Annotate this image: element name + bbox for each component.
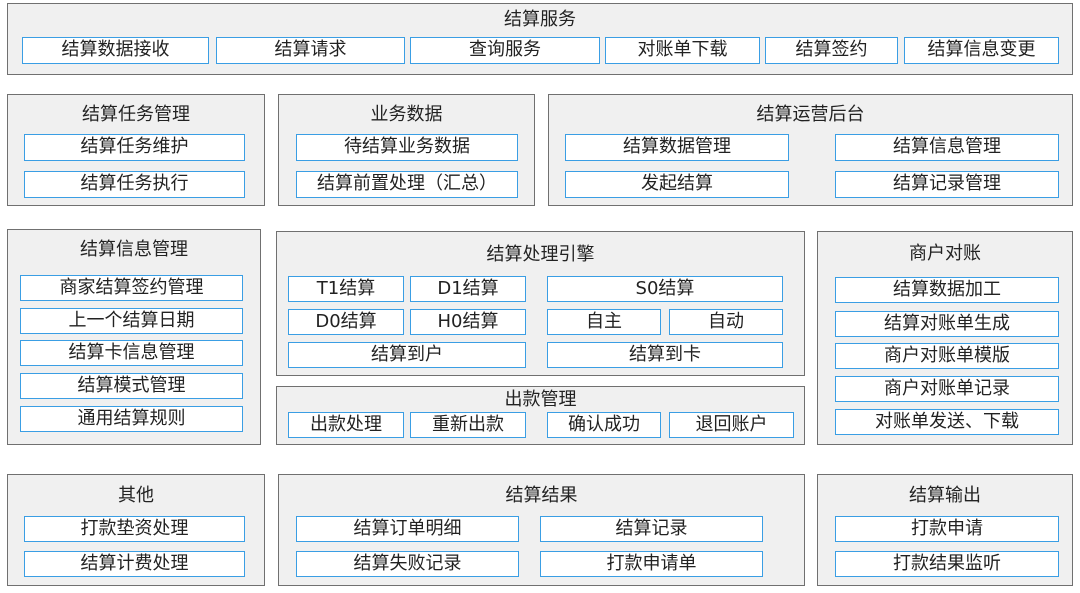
panel-title: 结算服务 bbox=[504, 9, 576, 30]
box-settlement-record-management: 结算记录管理 bbox=[835, 171, 1059, 198]
box-confirm-success: 确认成功 bbox=[547, 412, 661, 438]
box-general-settlement-rules: 通用结算规则 bbox=[20, 406, 243, 432]
box-pre-settlement-processing: 结算前置处理（汇总） bbox=[296, 171, 518, 198]
box-settlement-signing: 结算签约 bbox=[765, 37, 898, 64]
panel-settlement-service: 结算服务 结算数据接收 结算请求 查询服务 对账单下载 结算签约 结算信息变更 bbox=[7, 3, 1073, 75]
box-settle-to-card: 结算到卡 bbox=[547, 342, 783, 368]
box-re-payout: 重新出款 bbox=[410, 412, 526, 438]
box-settlement-data-receive: 结算数据接收 bbox=[22, 37, 209, 64]
box-settlement-order-details: 结算订单明细 bbox=[296, 516, 519, 542]
box-statement-generation: 结算对账单生成 bbox=[835, 311, 1059, 337]
box-settlement-card-info-management: 结算卡信息管理 bbox=[20, 340, 243, 366]
box-settlement-fee-processing: 结算计费处理 bbox=[24, 551, 245, 577]
panel-title: 业务数据 bbox=[370, 104, 443, 125]
panel-title: 结算运营后台 bbox=[756, 104, 865, 125]
box-h0-settlement: H0结算 bbox=[410, 309, 526, 335]
panel-merchant-reconciliation: 商户对账 结算数据加工 结算对账单生成 商户对账单模版 商户对账单记录 对账单发… bbox=[817, 231, 1073, 445]
box-settlement-info-change: 结算信息变更 bbox=[904, 37, 1059, 64]
box-task-execution: 结算任务执行 bbox=[24, 171, 245, 198]
box-payment-request: 打款申请 bbox=[835, 516, 1059, 542]
panel-task-management: 结算任务管理 结算任务维护 结算任务执行 bbox=[7, 94, 265, 206]
box-settle-to-account: 结算到户 bbox=[288, 342, 526, 368]
box-d1-settlement: D1结算 bbox=[410, 276, 526, 302]
box-self-service: 自主 bbox=[547, 309, 661, 335]
panel-title: 结算输出 bbox=[909, 485, 981, 506]
box-statement-download: 对账单下载 bbox=[605, 37, 760, 64]
box-merchant-signing-management: 商家结算签约管理 bbox=[20, 275, 243, 301]
box-settlement-data-management: 结算数据管理 bbox=[565, 134, 789, 161]
panel-title: 其他 bbox=[118, 485, 154, 506]
box-settlement-record: 结算记录 bbox=[540, 516, 763, 542]
box-t1-settlement: T1结算 bbox=[288, 276, 404, 302]
panel-title: 结算结果 bbox=[505, 485, 578, 506]
box-settlement-info-management: 结算信息管理 bbox=[835, 134, 1059, 161]
box-statement-send-download: 对账单发送、下载 bbox=[835, 409, 1059, 435]
box-settlement-data-processing: 结算数据加工 bbox=[835, 277, 1059, 303]
panel-settlement-info-management: 结算信息管理 商家结算签约管理 上一个结算日期 结算卡信息管理 结算模式管理 通… bbox=[7, 229, 261, 445]
box-initiate-settlement: 发起结算 bbox=[565, 171, 789, 198]
panel-title: 结算信息管理 bbox=[80, 239, 188, 260]
panel-processing-engine: 结算处理引擎 T1结算 D1结算 S0结算 D0结算 H0结算 自主 自动 结算… bbox=[276, 231, 805, 376]
box-last-settlement-date: 上一个结算日期 bbox=[20, 308, 243, 334]
box-query-service: 查询服务 bbox=[410, 37, 600, 64]
box-d0-settlement: D0结算 bbox=[288, 309, 404, 335]
panel-title: 结算处理引擎 bbox=[486, 244, 595, 265]
panel-title: 商户对账 bbox=[909, 243, 981, 264]
box-statement-record: 商户对账单记录 bbox=[835, 376, 1059, 402]
box-settlement-mode-management: 结算模式管理 bbox=[20, 373, 243, 399]
panel-operations-backend: 结算运营后台 结算数据管理 结算信息管理 发起结算 结算记录管理 bbox=[548, 94, 1073, 206]
box-s0-settlement: S0结算 bbox=[547, 276, 783, 302]
panel-settlement-results: 结算结果 结算订单明细 结算记录 结算失败记录 打款申请单 bbox=[278, 474, 805, 586]
panel-title: 出款管理 bbox=[504, 389, 577, 410]
panel-payout-management: 出款管理 出款处理 重新出款 确认成功 退回账户 bbox=[276, 386, 805, 445]
box-settlement-request: 结算请求 bbox=[216, 37, 405, 64]
box-payment-result-listener: 打款结果监听 bbox=[835, 551, 1059, 577]
box-settlement-failure-record: 结算失败记录 bbox=[296, 551, 519, 577]
box-advance-payment-processing: 打款垫资处理 bbox=[24, 516, 245, 542]
box-payout-processing: 出款处理 bbox=[288, 412, 404, 438]
box-return-to-account: 退回账户 bbox=[669, 412, 794, 438]
box-pending-business-data: 待结算业务数据 bbox=[296, 134, 518, 161]
panel-business-data: 业务数据 待结算业务数据 结算前置处理（汇总） bbox=[278, 94, 535, 206]
panel-other: 其他 打款垫资处理 结算计费处理 bbox=[7, 474, 265, 586]
box-task-maintenance: 结算任务维护 bbox=[24, 134, 245, 161]
box-payment-request-form: 打款申请单 bbox=[540, 551, 763, 577]
box-automatic: 自动 bbox=[669, 309, 783, 335]
panel-title: 结算任务管理 bbox=[82, 104, 190, 125]
box-statement-template: 商户对账单模版 bbox=[835, 343, 1059, 369]
panel-settlement-output: 结算输出 打款申请 打款结果监听 bbox=[817, 474, 1073, 586]
